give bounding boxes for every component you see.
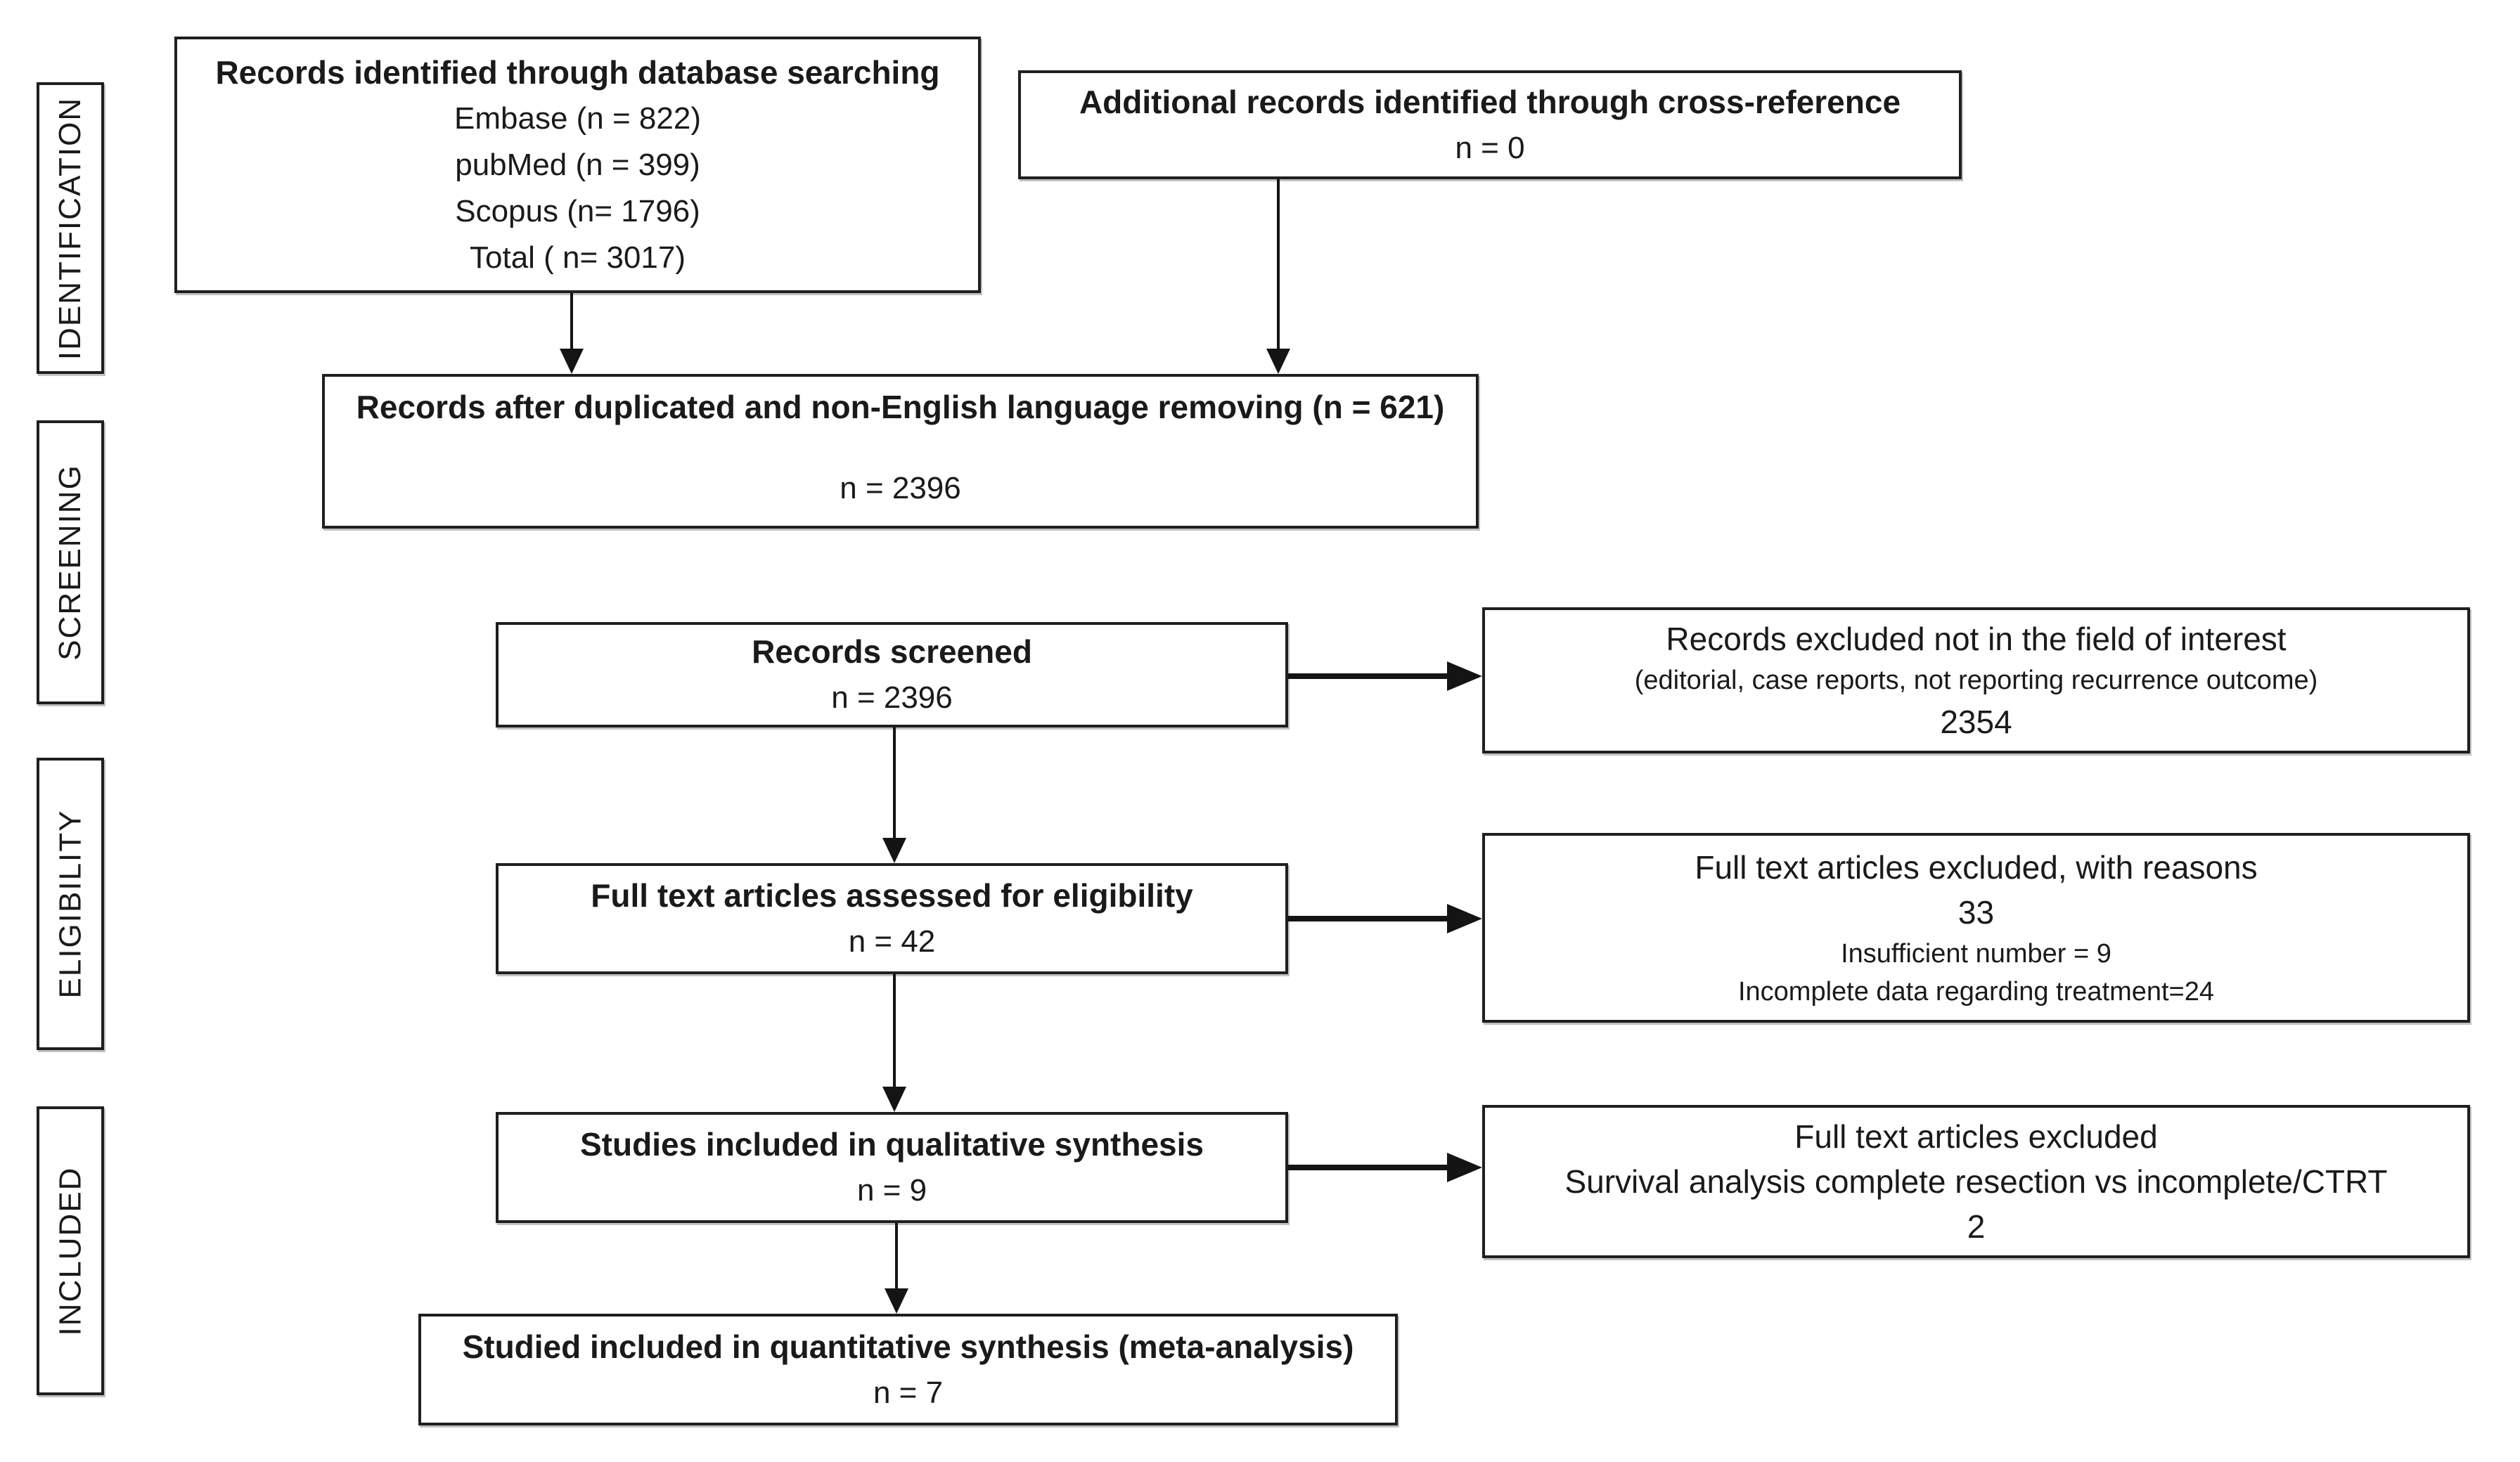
box-records-screened-count: n = 2396 bbox=[831, 680, 953, 715]
box-fulltext-excluded-survival-count: 2 bbox=[1967, 1208, 1986, 1245]
box-records-identified-line-embase: Embase (n = 822) bbox=[454, 101, 701, 136]
box-records-screened: Records screened n = 2396 bbox=[496, 622, 1288, 727]
box-qualitative-synthesis: Studies included in qualitative synthesi… bbox=[496, 1112, 1288, 1223]
arrow-additional-to-dedup-head bbox=[1266, 349, 1290, 374]
arrow-identified-to-dedup-head bbox=[560, 349, 584, 374]
box-fulltext-excluded-survival-line1: Full text articles excluded bbox=[1794, 1118, 2158, 1155]
box-additional-records: Additional records identified through cr… bbox=[1018, 70, 1962, 179]
box-records-identified-title: Records identified through database sear… bbox=[215, 53, 940, 91]
arrow-qualitative-to-quantitative-head bbox=[885, 1288, 908, 1314]
box-records-excluded-screening: Records excluded not in the field of int… bbox=[1482, 607, 2470, 753]
box-fulltext-excluded-reasons-line1: Full text articles excluded, with reason… bbox=[1695, 849, 2258, 886]
box-quantitative-synthesis-title: Studied included in quantitative synthes… bbox=[462, 1328, 1354, 1365]
box-fulltext-excluded-survival-line2: Survival analysis complete resection vs … bbox=[1564, 1163, 2388, 1200]
box-records-excluded-screening-line2: (editorial, case reports, not reporting … bbox=[1634, 666, 2318, 695]
arrow-screened-to-excluded-line bbox=[1288, 673, 1450, 679]
arrow-screened-to-excluded-head bbox=[1447, 661, 1482, 691]
box-fulltext-excluded-reason-insufficient: Insufficient number = 9 bbox=[1841, 939, 2111, 969]
box-quantitative-synthesis: Studied included in quantitative synthes… bbox=[418, 1314, 1398, 1425]
stage-box-eligibility: ELIGIBILITY bbox=[37, 758, 104, 1050]
arrow-fulltext-to-excluded-head bbox=[1447, 904, 1482, 933]
box-records-identified-line-scopus: Scopus (n= 1796) bbox=[455, 193, 700, 228]
box-deduplicated-records: Records after duplicated and non-English… bbox=[322, 374, 1479, 529]
box-records-excluded-screening-line1: Records excluded not in the field of int… bbox=[1666, 621, 2287, 657]
arrow-screened-to-fulltext-line bbox=[893, 727, 896, 840]
stage-label-eligibility: ELIGIBILITY bbox=[53, 809, 88, 999]
box-fulltext-assessed-count: n = 42 bbox=[848, 924, 936, 959]
arrow-screened-to-fulltext-head bbox=[882, 838, 906, 863]
arrow-qualitative-to-quantitative-line bbox=[895, 1223, 898, 1290]
box-records-identified: Records identified through database sear… bbox=[174, 37, 981, 293]
stage-box-identification: IDENTIFICATION bbox=[37, 82, 104, 374]
box-fulltext-assessed-title: Full text articles assessed for eligibil… bbox=[591, 877, 1193, 914]
stage-label-screening: SCREENING bbox=[53, 464, 87, 661]
arrow-identified-to-dedup-line bbox=[570, 293, 573, 351]
box-fulltext-excluded-reasons-count: 33 bbox=[1958, 894, 1995, 931]
arrow-fulltext-to-excluded-line bbox=[1288, 916, 1450, 921]
stage-label-included: INCLUDED bbox=[53, 1166, 88, 1335]
box-records-screened-title: Records screened bbox=[752, 633, 1032, 670]
box-fulltext-excluded-reasons: Full text articles excluded, with reason… bbox=[1482, 833, 2470, 1023]
box-records-identified-line-total: Total ( n= 3017) bbox=[470, 240, 686, 275]
box-fulltext-excluded-survival: Full text articles excluded Survival ana… bbox=[1482, 1105, 2470, 1258]
arrow-fulltext-to-qualitative-line bbox=[893, 974, 896, 1088]
box-records-excluded-screening-count: 2354 bbox=[1940, 704, 2012, 740]
box-additional-records-count: n = 0 bbox=[1455, 130, 1525, 165]
arrow-qualitative-to-excluded-line bbox=[1288, 1165, 1450, 1170]
box-fulltext-assessed: Full text articles assessed for eligibil… bbox=[496, 863, 1288, 974]
box-deduplicated-records-count: n = 2396 bbox=[840, 471, 961, 505]
arrow-fulltext-to-qualitative-head bbox=[882, 1087, 906, 1112]
box-deduplicated-records-title: Records after duplicated and non-English… bbox=[356, 389, 1445, 425]
stage-label-identification: IDENTIFICATION bbox=[53, 96, 88, 360]
box-records-identified-line-pubmed: pubMed (n = 399) bbox=[455, 147, 700, 182]
box-quantitative-synthesis-count: n = 7 bbox=[873, 1375, 944, 1410]
box-qualitative-synthesis-count: n = 9 bbox=[856, 1173, 927, 1208]
box-additional-records-title: Additional records identified through cr… bbox=[1079, 83, 1901, 120]
stage-box-screening: SCREENING bbox=[37, 420, 104, 704]
stage-box-included: INCLUDED bbox=[37, 1106, 104, 1395]
arrow-qualitative-to-excluded-head bbox=[1447, 1153, 1482, 1182]
box-qualitative-synthesis-title: Studies included in qualitative synthesi… bbox=[580, 1126, 1204, 1163]
arrow-additional-to-dedup-line bbox=[1277, 179, 1280, 351]
box-fulltext-excluded-reason-incomplete: Incomplete data regarding treatment=24 bbox=[1737, 977, 2215, 1007]
